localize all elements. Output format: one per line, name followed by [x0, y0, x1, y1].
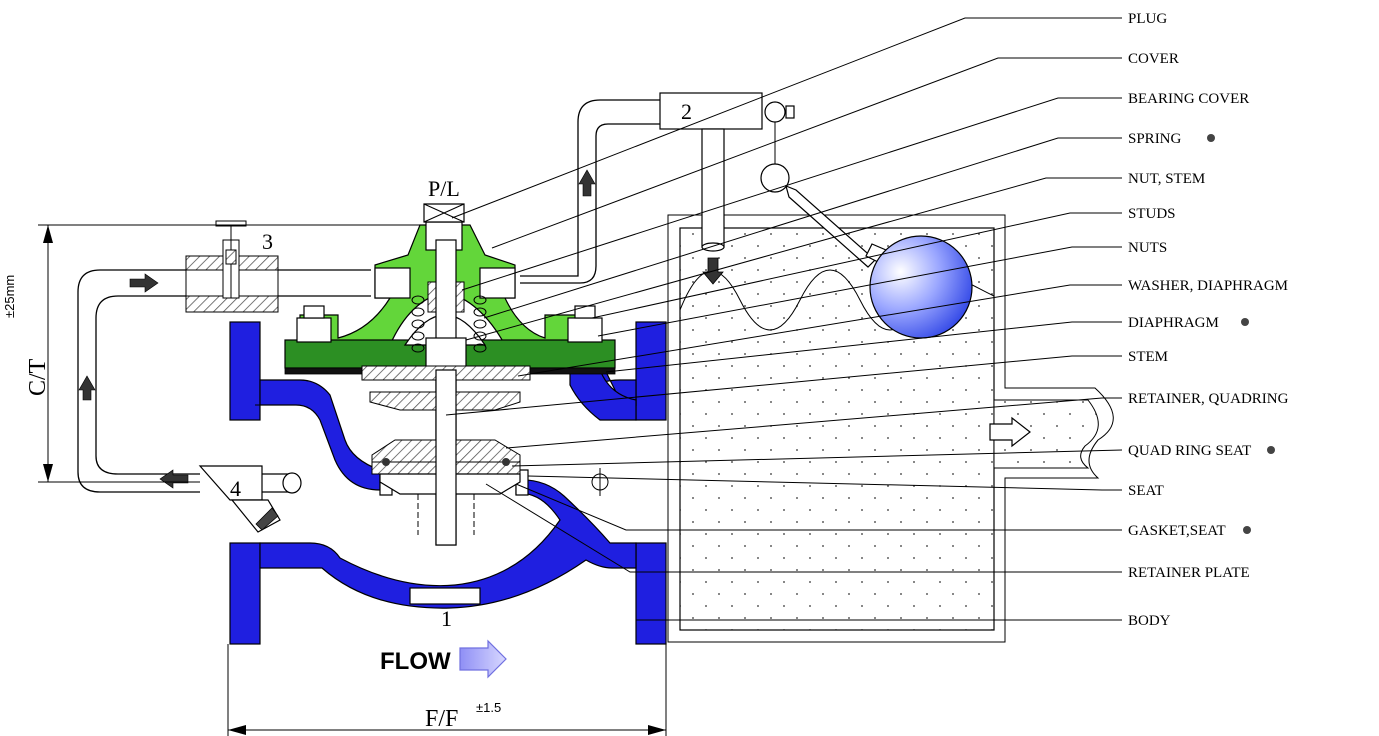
label-body: BODY: [1128, 613, 1171, 629]
label-retainer-plate: RETAINER PLATE: [1128, 565, 1250, 581]
callouts: 2 3 4 1 P/L: [230, 99, 692, 631]
spring: [411, 295, 487, 353]
dim-center-to-top: C/T: [25, 358, 51, 396]
callout-pilot: 2: [681, 99, 692, 124]
label-spring: SPRING: [1128, 131, 1182, 147]
callout-main-valve: 1: [441, 606, 452, 631]
label-diaphragm: DIAPHRAGM: [1128, 315, 1219, 331]
callout-pressure-limit: P/L: [428, 176, 460, 201]
label-plug: PLUG: [1128, 11, 1167, 27]
flow-indicator: FLOW: [380, 639, 507, 679]
label-stem: STEM: [1128, 349, 1168, 365]
float-ball: [869, 235, 973, 339]
gasket-spare-dot-icon: [1243, 526, 1251, 534]
leader-lines: [445, 17, 1123, 621]
float-pilot: [659, 92, 973, 339]
strainer: [198, 465, 302, 533]
gauge-symbol: [591, 468, 609, 496]
right-arrow-icon: [129, 273, 159, 293]
label-quad-ring-seat: QUAD RING SEAT: [1128, 443, 1251, 459]
outlet-arrow-icon: [989, 416, 1031, 448]
dim-center-to-top-tol: ±25mm: [2, 275, 17, 318]
label-washer-diaphragm: WASHER, DIAPHRAGM: [1128, 278, 1288, 294]
flow-label: FLOW: [380, 648, 451, 675]
left-arrow-icon: [159, 469, 189, 489]
label-gasket-seat: GASKET,SEAT: [1128, 523, 1226, 539]
label-studs: STUDS: [1128, 206, 1176, 222]
control-piping: [77, 99, 660, 493]
dim-face-to-face: F/F: [425, 706, 458, 732]
label-seat: SEAT: [1128, 483, 1164, 499]
part-labels: PLUG COVER BEARING COVER SPRING NUT, STE…: [1128, 11, 1289, 629]
up-arrow-icon: [578, 169, 596, 197]
valve-body: [229, 321, 667, 645]
pilot-body: [659, 92, 763, 130]
label-cover: COVER: [1128, 51, 1179, 67]
spring-spare-dot-icon: [1207, 134, 1215, 142]
flow-arrow-icon: [459, 639, 507, 679]
label-retainer-quadring: RETAINER, QUADRING: [1128, 391, 1289, 407]
up-arrow-icon-2: [78, 375, 96, 401]
callout-needle-valve: 3: [262, 229, 273, 254]
quad-ring-spare-dot-icon: [1267, 446, 1275, 454]
needle-valve: [185, 220, 279, 313]
dimensions: F/F ±1.5 C/T ±25mm: [2, 224, 667, 736]
label-bearing-cover: BEARING COVER: [1128, 91, 1249, 107]
diaphragm-spare-dot-icon: [1241, 318, 1249, 326]
label-nuts: NUTS: [1128, 240, 1167, 256]
stem-assembly: [361, 239, 531, 546]
callout-strainer: 4: [230, 476, 241, 501]
dim-face-to-face-tol: ±1.5: [476, 700, 501, 715]
label-nut-stem: NUT, STEM: [1128, 171, 1205, 187]
